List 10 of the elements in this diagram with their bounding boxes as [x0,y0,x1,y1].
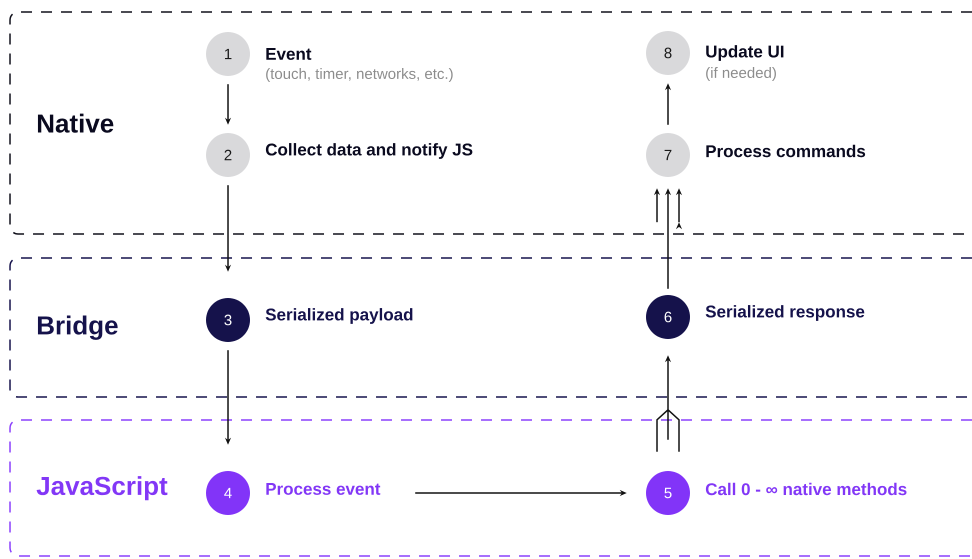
step-note: (if needed) [706,67,776,81]
step-title: Update UI [706,45,784,61]
step-note: (touch, timer, networks, etc.) [266,68,453,82]
step-title: Collect data and notify JS [266,143,472,159]
step-title: Process event [266,483,380,495]
step-title: Serialized response [706,305,864,321]
step-title: Serialized payload [266,308,412,324]
step-title: Event [266,48,312,60]
step-title: Call 0 - ∞ native methods [706,482,906,496]
step-title: Process commands [706,144,866,158]
